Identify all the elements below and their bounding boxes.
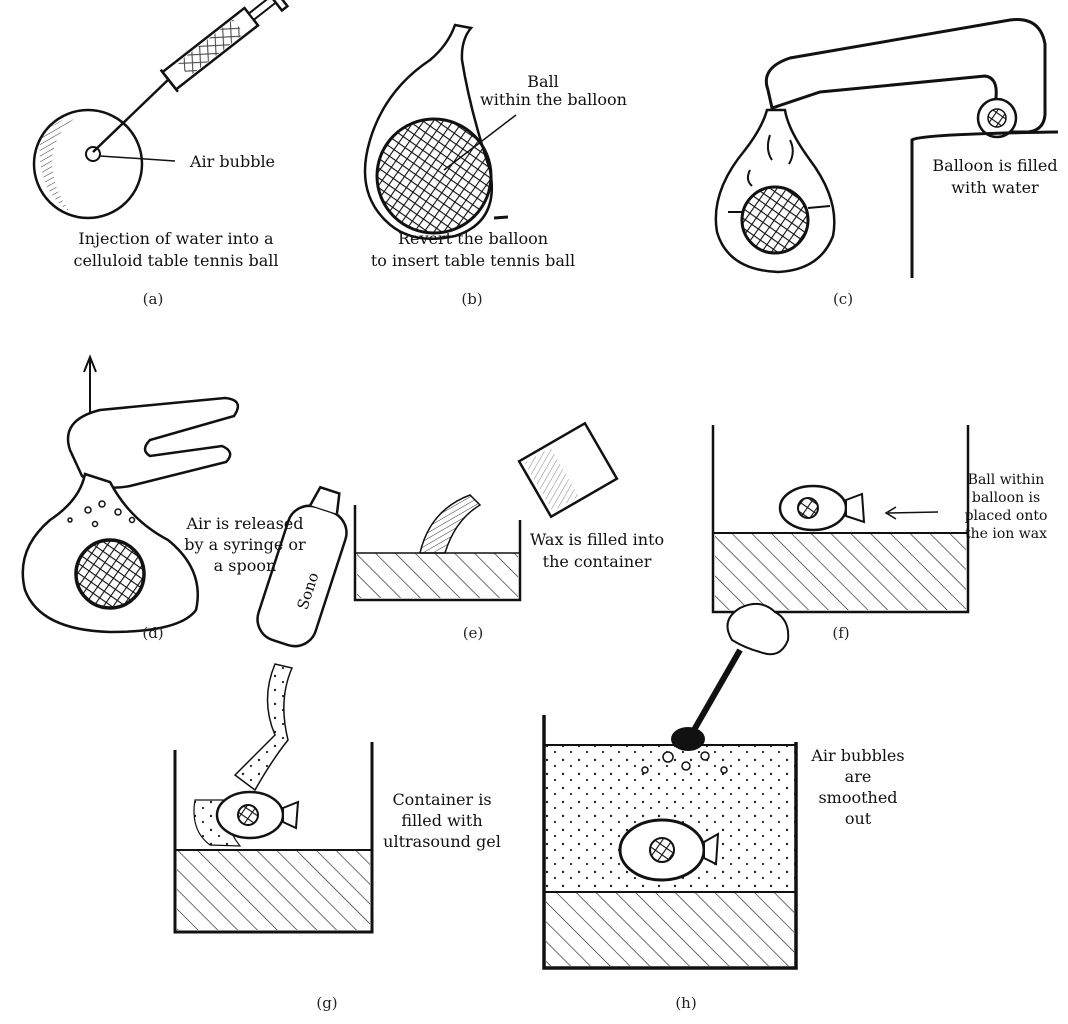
balloon-in-gel (217, 792, 298, 838)
label-e-line1: Wax is filled into (522, 530, 672, 550)
fingers (68, 398, 238, 488)
spoon (671, 604, 788, 751)
label-d-line1: Air is released (180, 514, 310, 534)
caption-c: (c) (823, 290, 863, 308)
label-c-line2: with water (920, 178, 1068, 198)
wax-stream (420, 495, 480, 553)
caption-d: (d) (133, 624, 173, 642)
label-h-line4: out (798, 809, 918, 829)
label-g-line1: Container is (374, 790, 510, 810)
label-d-line3: a spoon (180, 556, 310, 576)
panel-b-drawing (365, 25, 516, 239)
label-h-line1: Air bubbles (798, 746, 918, 766)
label-c-line1: Balloon is filled (920, 156, 1068, 176)
label-h-line3: smoothed (798, 788, 918, 808)
caption-f: (f) (821, 624, 861, 642)
label-f-line3: placed onto (944, 508, 1068, 526)
caption-a: (a) (133, 290, 173, 308)
label-g-line2: filled with (374, 811, 510, 831)
label-ball: Ball (493, 72, 593, 92)
panel-a-drawing (34, 0, 287, 218)
gel-stream (235, 664, 292, 790)
label-b-line1: Revert the balloon (358, 229, 588, 249)
label-f-line2: balloon is (944, 490, 1068, 508)
label-h-line2: are (798, 767, 918, 787)
label-air-bubble: Air bubble (190, 152, 275, 172)
label-a-line1: Injection of water into a (46, 229, 306, 249)
label-g-line3: ultrasound gel (374, 832, 510, 852)
label-f-line1: Ball within (944, 472, 1068, 490)
label-f-line4: the ion wax (944, 526, 1068, 544)
panel-e-drawing (355, 423, 617, 600)
air-bubble-mark (86, 147, 100, 161)
caption-e: (e) (453, 624, 493, 642)
panel-c-drawing (716, 20, 1058, 279)
ball-inside-balloon (377, 119, 491, 233)
label-within-balloon: within the balloon (480, 90, 627, 110)
label-a-line2: celluloid table tennis ball (46, 251, 306, 271)
wall (912, 132, 1058, 278)
label-d-line2: by a syringe or (180, 535, 310, 555)
syringe (161, 0, 288, 92)
caption-b: (b) (452, 290, 492, 308)
panel-h-drawing (544, 604, 796, 968)
caption-h: (h) (666, 994, 706, 1012)
label-e-line2: the container (522, 552, 672, 572)
caption-g: (g) (307, 994, 347, 1012)
label-b-line2: to insert table tennis ball (348, 251, 598, 271)
panel-d-drawing (23, 357, 238, 632)
panel-f-drawing (713, 425, 968, 612)
wax-jug (519, 423, 617, 516)
ball-in-water-balloon (742, 187, 808, 253)
balloon-on-wax (780, 486, 864, 530)
